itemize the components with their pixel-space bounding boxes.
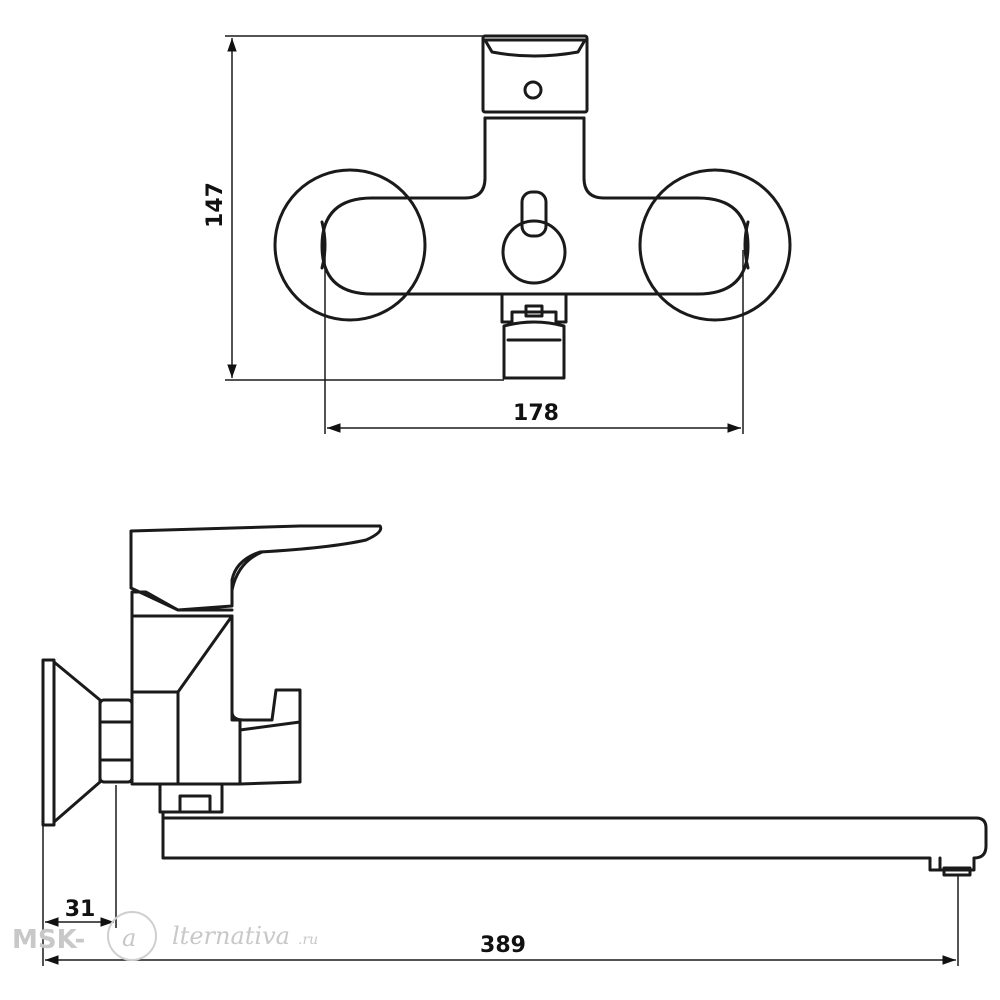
spout-collar <box>158 782 224 814</box>
watermark-suffix: lternativa <box>172 922 290 950</box>
diverter-knob <box>501 219 567 285</box>
wall-flange <box>41 658 56 827</box>
diverter-side-edge <box>238 720 302 732</box>
watermark-domain: .ru <box>298 932 318 948</box>
side-body <box>130 614 242 786</box>
body-connector <box>130 690 180 786</box>
lever-tip <box>483 38 587 58</box>
lever-screw-cap <box>523 80 543 100</box>
watermark-logo-circle <box>107 911 157 961</box>
lever-handle <box>481 34 589 114</box>
nut-highlight-right <box>743 220 750 270</box>
width-dimension-label: 178 <box>513 401 559 426</box>
lever-side <box>129 524 383 612</box>
aerator-tip <box>524 304 544 318</box>
front-view: 147 178 <box>203 34 792 434</box>
watermark: MSK- a lternativa .ru <box>12 911 318 961</box>
nut-highlight-left <box>320 220 327 270</box>
aerator <box>502 320 566 380</box>
diverter-lever <box>520 190 548 238</box>
length-dimension-label: 389 <box>480 933 526 958</box>
spout-aerator <box>942 866 972 877</box>
left-escutcheon <box>273 168 427 322</box>
right-escutcheon <box>638 168 792 322</box>
lever-side-detail <box>230 550 264 592</box>
hex-nut <box>98 698 134 784</box>
flange-cone <box>52 660 102 824</box>
spout-connector <box>500 292 568 324</box>
side-view: 31 389 <box>41 524 988 966</box>
spout-arm <box>161 810 988 872</box>
watermark-prefix: MSK- <box>12 925 85 955</box>
side-body-outline <box>130 614 302 786</box>
offset-dimension-label: 31 <box>65 897 96 922</box>
watermark-logo-letter: a <box>122 924 136 952</box>
mixer-body <box>320 116 750 296</box>
spout-collar-notch <box>178 794 212 814</box>
height-dimension-label: 147 <box>203 182 228 228</box>
